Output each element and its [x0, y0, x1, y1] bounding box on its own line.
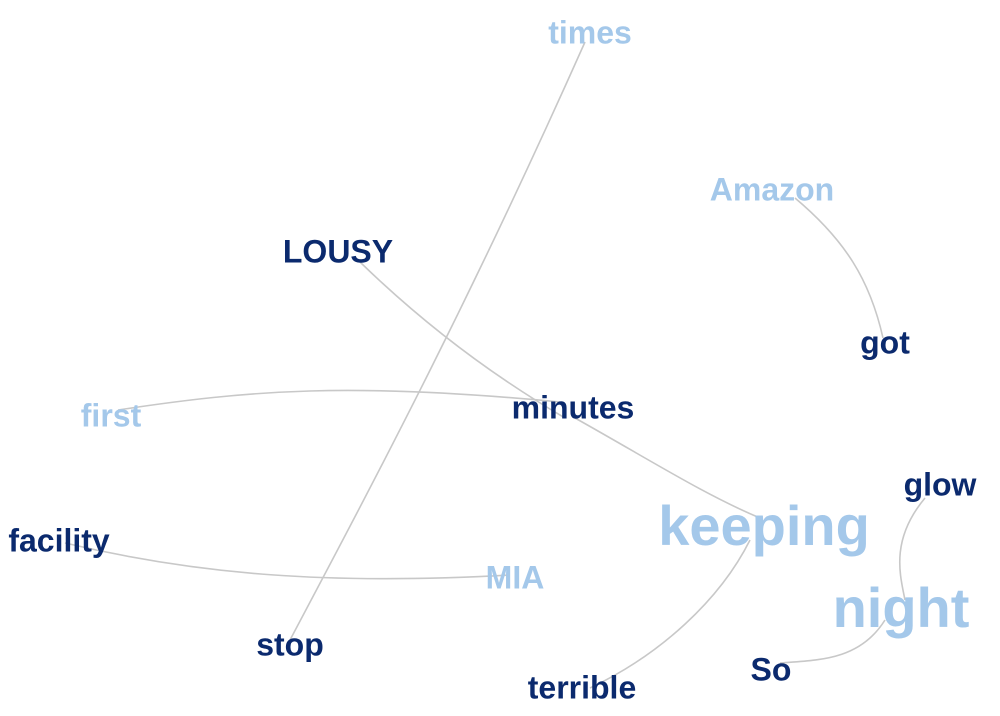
- edge-lousy-minutes: [359, 261, 566, 419]
- word-so: So: [751, 651, 792, 687]
- word-stop: stop: [256, 626, 324, 662]
- edge-layer: [64, 41, 926, 689]
- edge-amazon-got: [794, 197, 884, 339]
- edge-night-so: [779, 619, 886, 664]
- edge-times-stop: [289, 41, 586, 641]
- word-lousy: LOUSY: [283, 233, 393, 269]
- word-terrible: terrible: [528, 669, 636, 705]
- word-got: got: [860, 324, 910, 360]
- word-mia: MIA: [486, 559, 545, 595]
- edge-minutes-keeping: [574, 417, 761, 519]
- edge-facility-mia: [64, 542, 511, 580]
- word-glow: glow: [904, 466, 977, 502]
- edge-first-minutes: [117, 389, 561, 411]
- word-minutes: minutes: [512, 389, 635, 425]
- edge-keeping-terrible: [589, 539, 751, 689]
- word-keeping: keeping: [658, 494, 870, 557]
- edge-glow-night: [898, 497, 926, 601]
- word-times: times: [548, 14, 632, 50]
- word-night: night: [833, 576, 970, 639]
- word-amazon: Amazon: [710, 171, 834, 207]
- word-first: first: [81, 397, 142, 433]
- word-facility: facility: [8, 522, 110, 558]
